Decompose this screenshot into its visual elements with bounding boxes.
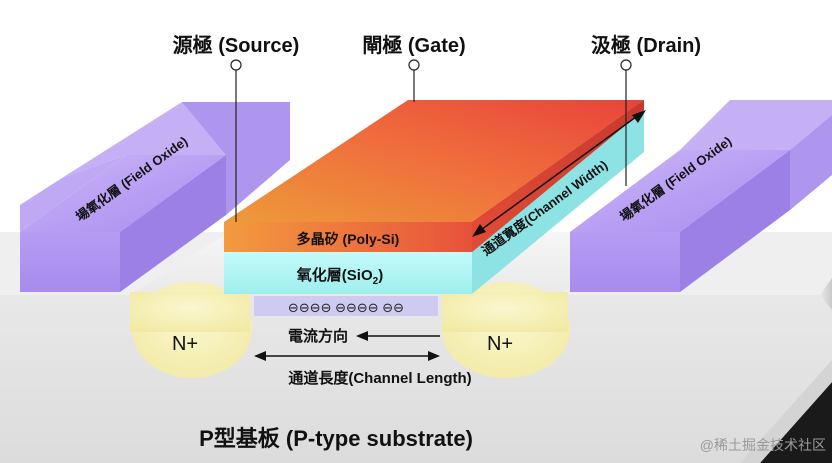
drain-terminal-icon (620, 59, 632, 71)
channel-width-arrow (472, 110, 646, 237)
n-plus-left-label: N+ (172, 333, 198, 355)
gate-terminal-icon (408, 59, 420, 71)
watermark: @稀土掘金技术社区 (700, 437, 826, 453)
poly-si-gate (224, 100, 644, 252)
drain-label: 汲極 (Drain) (591, 33, 701, 57)
gate-label: 閘極 (Gate) (362, 33, 465, 57)
gate-oxide (224, 110, 644, 294)
current-direction-label: 電流方向 (288, 327, 348, 345)
substrate-label: P型基板 (P-type substrate) (199, 426, 473, 451)
channel-region (254, 296, 438, 316)
n-plus-right-label: N+ (487, 333, 513, 355)
source-terminal-icon (230, 59, 242, 71)
terminal-leads (230, 59, 632, 222)
source-label: 源極 (Source) (173, 33, 300, 57)
channel-length-arrow (254, 351, 440, 361)
electrons-label: ⊖⊖⊖⊖ ⊖⊖⊖⊖ ⊖⊖ (288, 300, 404, 315)
poly-si-label: 多晶矽 (Poly-Si) (297, 231, 400, 247)
oxide-label: 氧化層(SiO2) (296, 266, 383, 287)
field-oxide-right (570, 100, 832, 292)
field-oxide-left (20, 102, 290, 292)
channel-length-label: 通道長度(Channel Length) (288, 369, 471, 387)
